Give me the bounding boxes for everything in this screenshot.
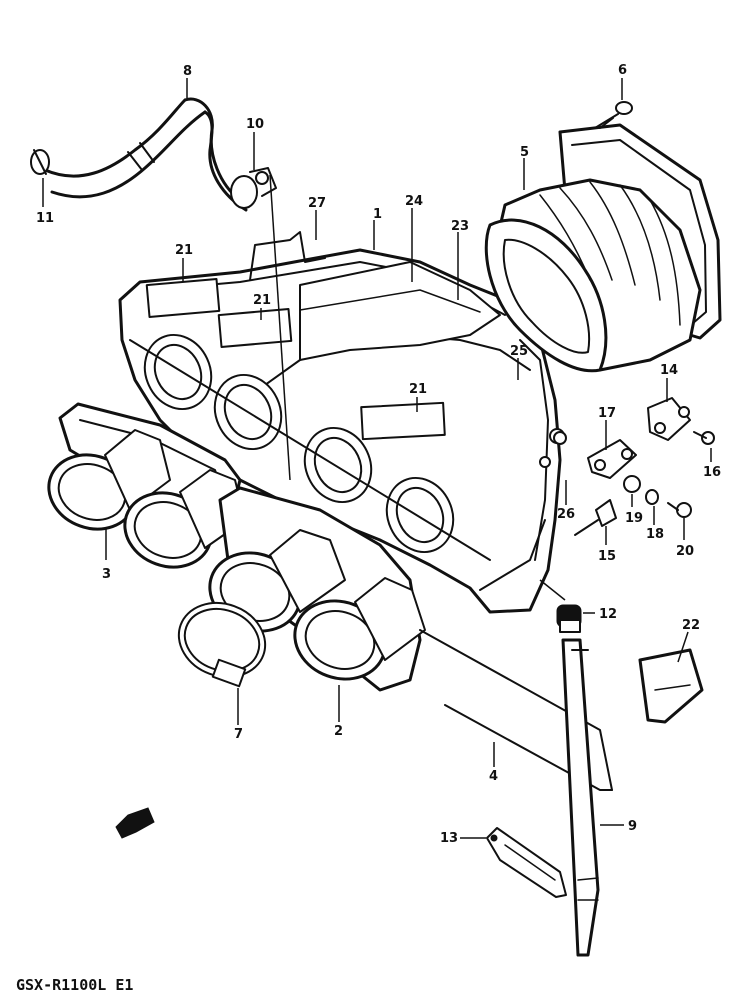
callout-8: 8 <box>183 64 192 79</box>
callout-21-right: 21 <box>409 382 427 397</box>
drain-tube <box>556 604 600 957</box>
small-hardware <box>553 397 715 536</box>
callout-24: 24 <box>405 194 423 209</box>
callout-6: 6 <box>618 63 627 78</box>
clip-13 <box>486 827 567 898</box>
breather-hose <box>30 97 248 212</box>
callout-9: 9 <box>628 819 637 834</box>
callout-23: 23 <box>451 219 469 234</box>
callout-4: 4 <box>489 769 498 784</box>
callout-16: 16 <box>703 465 721 480</box>
callout-2: 2 <box>334 724 343 739</box>
callout-15: 15 <box>598 549 616 564</box>
diagram-caption: GSX-R1100L E1 <box>16 976 133 994</box>
bracket-27 <box>249 231 326 281</box>
callout-21-left: 21 <box>175 243 193 258</box>
callout-10: 10 <box>246 117 264 132</box>
hose-clip <box>230 167 277 209</box>
callout-21-middle: 21 <box>253 293 271 308</box>
callout-1: 1 <box>373 207 382 222</box>
callout-19: 19 <box>625 511 643 526</box>
label-22 <box>638 648 704 724</box>
callout-12: 12 <box>599 607 617 622</box>
callout-25: 25 <box>510 344 528 359</box>
intake-funnels <box>47 402 426 692</box>
leader-lines <box>42 78 712 839</box>
callout-18: 18 <box>646 527 664 542</box>
callout-17: 17 <box>598 406 616 421</box>
callout-11: 11 <box>36 211 54 226</box>
callout-7: 7 <box>234 727 243 742</box>
callout-20: 20 <box>676 544 694 559</box>
callout-14: 14 <box>660 363 678 378</box>
callout-13: 13 <box>440 831 458 846</box>
screw-6 <box>594 101 633 129</box>
callout-26: 26 <box>557 507 575 522</box>
callout-27: 27 <box>308 196 326 211</box>
air-filter-element <box>484 123 722 373</box>
callout-5: 5 <box>520 145 529 160</box>
callout-22: 22 <box>682 618 700 633</box>
front-arrow-icon <box>115 807 155 839</box>
callouts: 1 2 3 4 5 6 7 8 9 10 11 12 13 14 15 16 1… <box>36 63 721 846</box>
rod-4 <box>419 629 613 791</box>
callout-3: 3 <box>102 567 111 582</box>
